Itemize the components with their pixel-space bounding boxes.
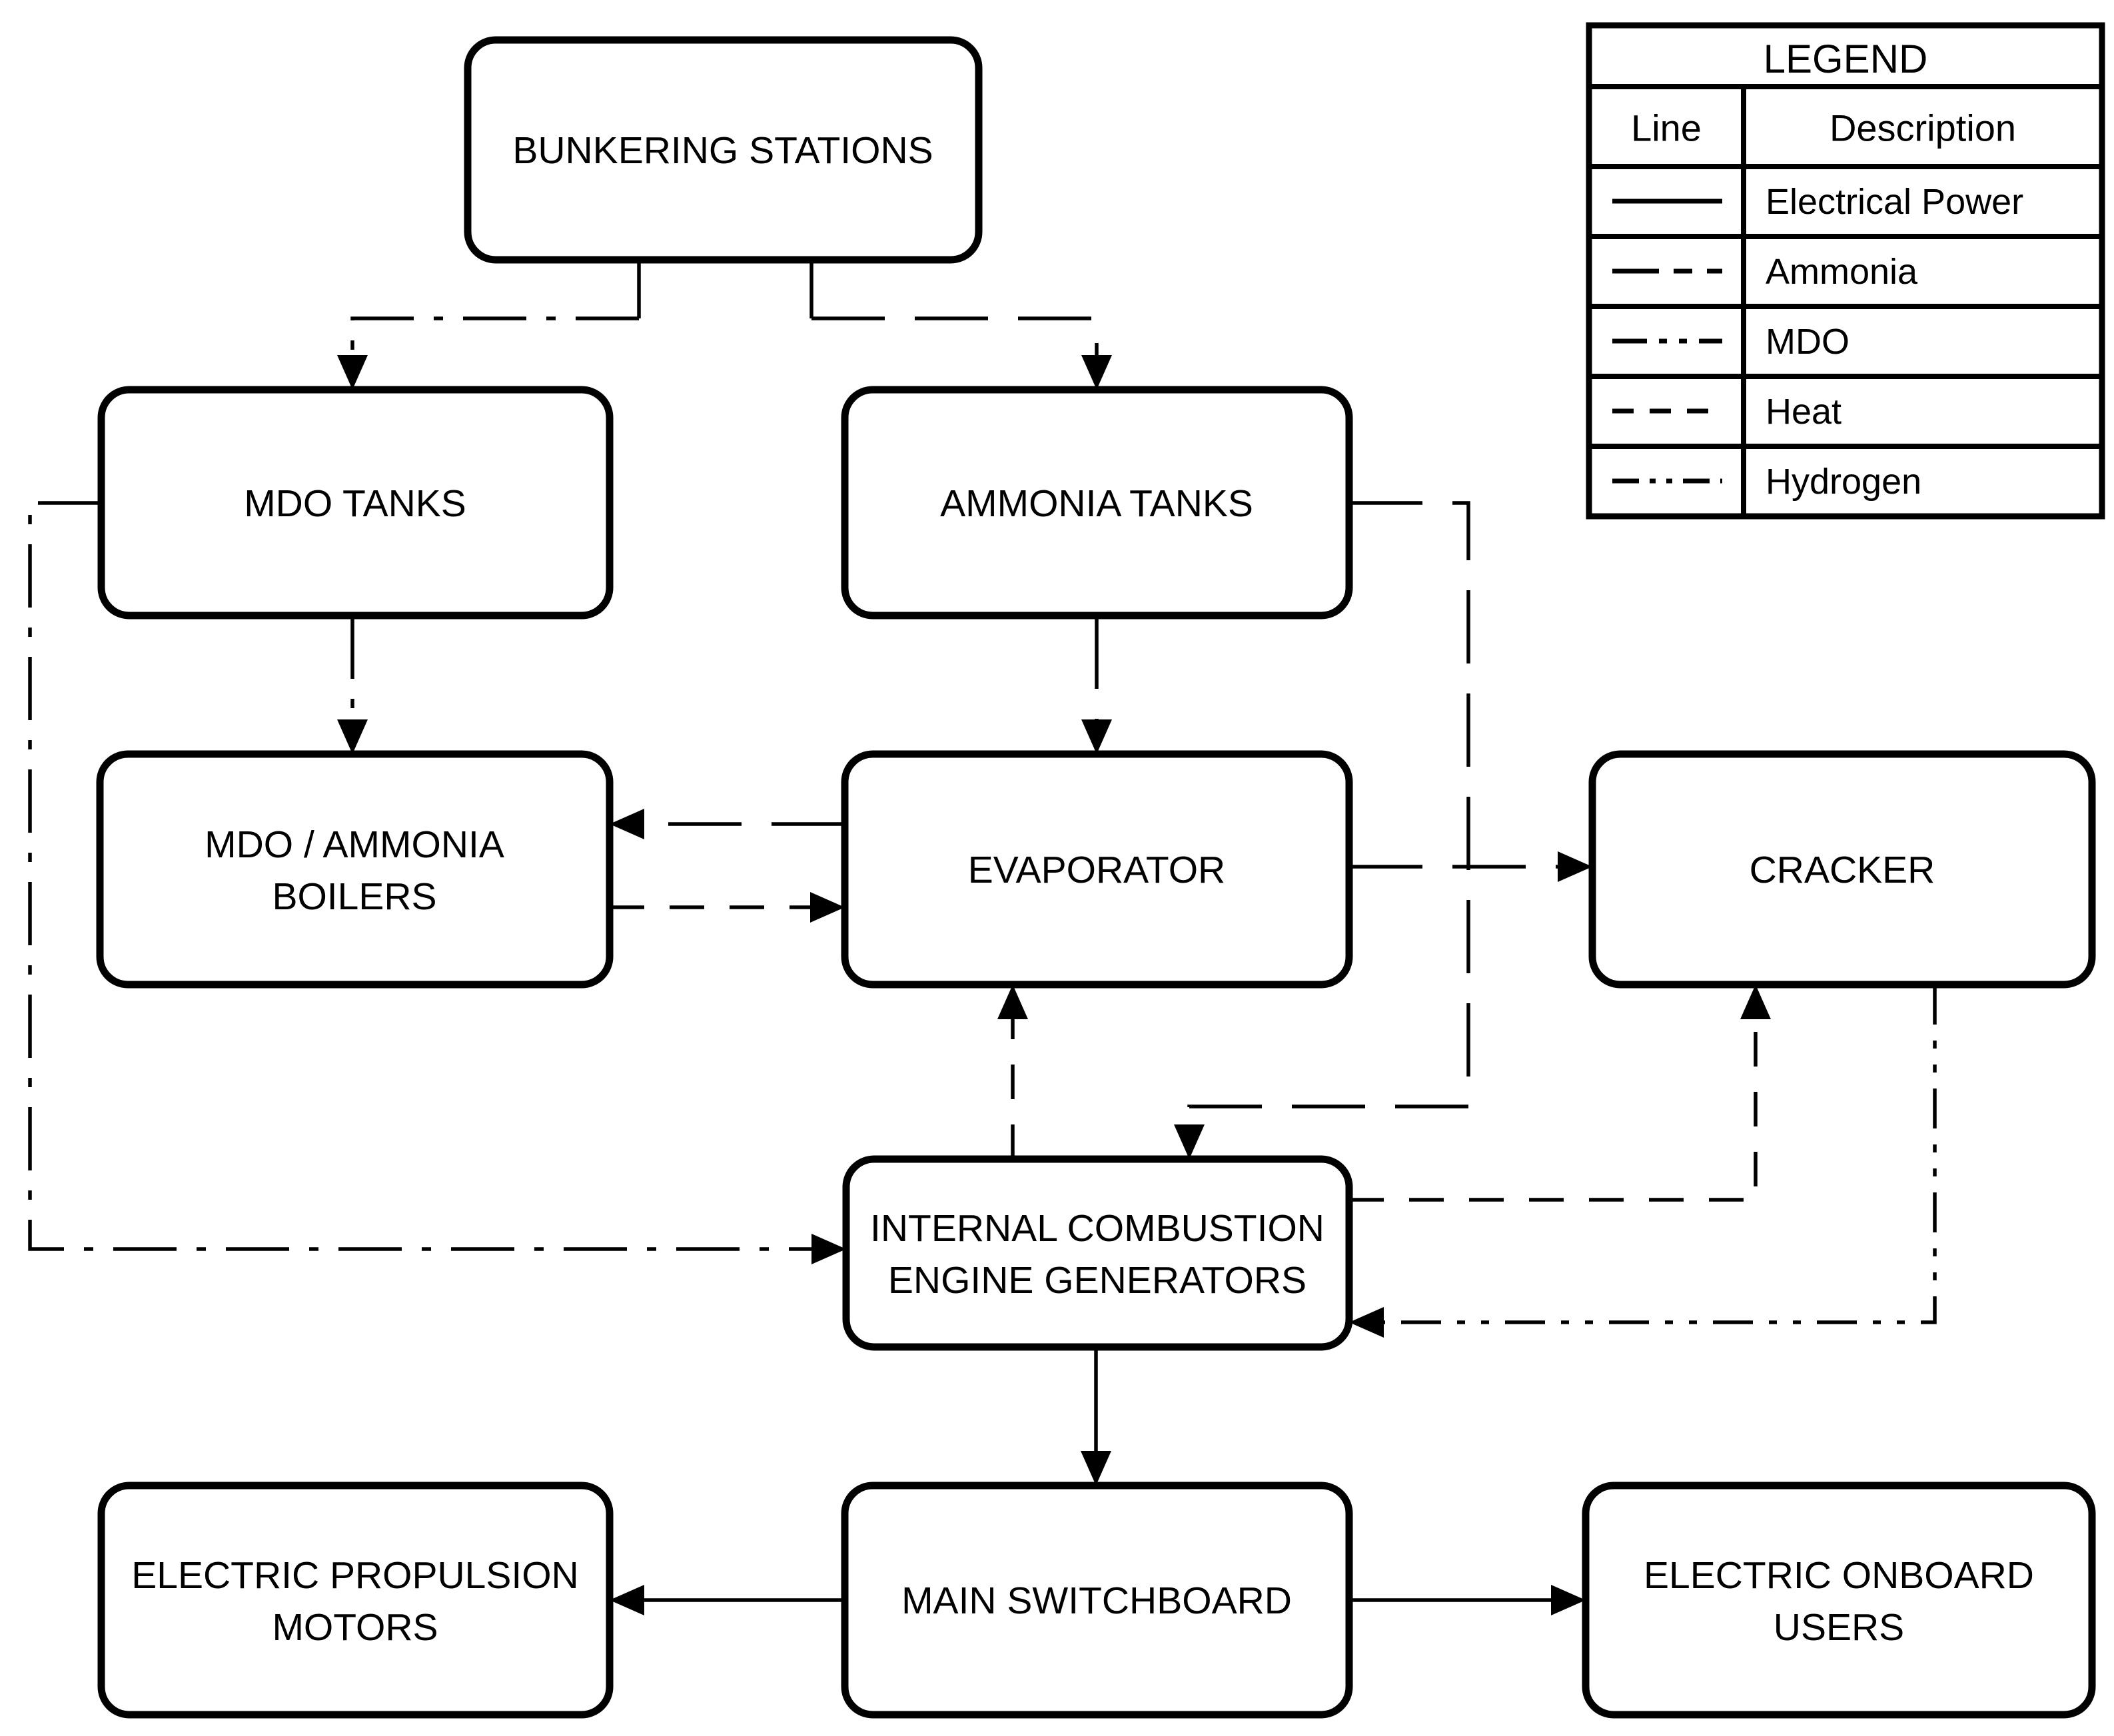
mdo-tanks-label: MDO TANKS bbox=[244, 482, 466, 525]
electric-onboard-users-label-line1: ELECTRIC ONBOARD bbox=[1644, 1554, 2034, 1597]
legend-entry-label: Heat bbox=[1766, 392, 1842, 432]
ammonia-tanks-box bbox=[841, 386, 1353, 620]
arrow-down-icon bbox=[1081, 719, 1112, 754]
node-electric-onboard-users: ELECTRIC ONBOARD USERS bbox=[1582, 1482, 2096, 1719]
ammonia-tanks-label: AMMONIA TANKS bbox=[940, 482, 1253, 525]
edge-cracker-to-ice-generators bbox=[1349, 985, 1937, 1338]
main-switchboard-box bbox=[841, 1482, 1353, 1719]
mdo-ammonia-boilers-box bbox=[96, 750, 614, 989]
edge-ammonia-line bbox=[811, 316, 1099, 356]
edge-ammonia-tanks-to-ice-generators bbox=[1174, 501, 1470, 1159]
legend-row-hydrogen: Hydrogen bbox=[1612, 462, 1921, 502]
node-ice-generators: INTERNAL COMBUSTION ENGINE GENERATORS bbox=[842, 1155, 1353, 1351]
edge-heat-line bbox=[1349, 1019, 1758, 1202]
legend-entry-label: Electrical Power bbox=[1766, 182, 2023, 222]
node-main-switchboard: MAIN SWITCHBOARD bbox=[841, 1482, 1353, 1719]
edge-bunkering-to-mdo-tanks bbox=[337, 260, 641, 390]
node-mdo-tanks: MDO TANKS bbox=[97, 386, 614, 620]
edge-boilers-to-evaporator bbox=[610, 892, 845, 923]
bunkering-stations-box bbox=[464, 36, 983, 264]
main-switchboard-label: MAIN SWITCHBOARD bbox=[901, 1579, 1292, 1622]
edge-ice-generators-to-main-switchboard bbox=[1081, 1347, 1111, 1486]
ice-generators-label-line2: ENGINE GENERATORS bbox=[888, 1259, 1307, 1302]
edge-mdo-line bbox=[350, 316, 639, 356]
arrow-left-icon bbox=[610, 1585, 644, 1615]
mdo-tanks-box bbox=[97, 386, 614, 620]
edge-ice-generators-to-evaporator bbox=[997, 985, 1028, 1159]
edge-bunkering-to-ammonia-tanks bbox=[809, 260, 1112, 390]
arrow-right-icon bbox=[811, 1234, 846, 1264]
legend-row-ammonia: Ammonia bbox=[1612, 252, 1918, 292]
arrow-down-icon bbox=[1081, 1451, 1111, 1486]
edge-hydrogen-line bbox=[1384, 985, 1937, 1324]
arrow-right-icon bbox=[1551, 1585, 1586, 1615]
arrow-left-icon bbox=[610, 809, 644, 839]
legend-row-heat: Heat bbox=[1612, 392, 1842, 432]
node-electric-propulsion-motors: ELECTRIC PROPULSION MOTORS bbox=[97, 1482, 614, 1719]
evaporator-box bbox=[841, 750, 1353, 989]
node-cracker: CRACKER bbox=[1588, 750, 2096, 989]
electric-onboard-users-label-line2: USERS bbox=[1774, 1606, 1904, 1649]
legend: LEGEND Line Description Electrical Power… bbox=[1586, 22, 2105, 520]
edge-mdo-tanks-to-ice-generators bbox=[28, 501, 846, 1264]
arrow-down-icon bbox=[337, 719, 368, 754]
edge-main-switchboard-to-users bbox=[1349, 1585, 1586, 1615]
arrow-left-icon bbox=[1349, 1307, 1384, 1338]
node-ammonia-tanks: AMMONIA TANKS bbox=[841, 386, 1353, 620]
legend-title: LEGEND bbox=[1764, 37, 1928, 81]
node-bunkering-stations: BUNKERING STATIONS bbox=[464, 36, 983, 264]
ice-generators-box bbox=[842, 1155, 1353, 1351]
bunkering-stations-label: BUNKERING STATIONS bbox=[512, 129, 933, 172]
arrow-right-icon bbox=[810, 892, 845, 923]
legend-entry-label: Hydrogen bbox=[1766, 462, 1921, 502]
node-evaporator: EVAPORATOR bbox=[841, 750, 1353, 989]
edge-mdo-line bbox=[28, 501, 811, 1251]
arrow-down-icon bbox=[1081, 355, 1112, 390]
electric-onboard-users-box bbox=[1582, 1482, 2096, 1719]
arrow-up-icon bbox=[997, 985, 1028, 1019]
electric-propulsion-motors-box bbox=[97, 1482, 614, 1719]
edge-evaporator-to-cracker bbox=[1349, 851, 1592, 882]
edge-ice-generators-to-cracker bbox=[1349, 985, 1771, 1202]
legend-column-description: Description bbox=[1830, 107, 2016, 149]
electric-propulsion-motors-label-line2: MOTORS bbox=[272, 1606, 438, 1649]
cracker-label: CRACKER bbox=[1750, 849, 1935, 891]
mdo-ammonia-boilers-label-line1: MDO / AMMONIA bbox=[205, 823, 504, 866]
evaporator-label: EVAPORATOR bbox=[968, 849, 1225, 891]
cracker-box bbox=[1588, 750, 2096, 989]
edge-evaporator-to-boilers bbox=[610, 809, 845, 839]
legend-row-mdo: MDO bbox=[1612, 322, 1850, 362]
edge-mdo-tanks-to-boilers bbox=[337, 616, 368, 754]
edge-main-switchboard-to-motors bbox=[610, 1585, 845, 1615]
legend-entry-label: Ammonia bbox=[1766, 252, 1918, 292]
arrow-down-icon bbox=[1174, 1124, 1205, 1159]
ice-generators-label-line1: INTERNAL COMBUSTION bbox=[870, 1207, 1324, 1250]
edge-ammonia-line bbox=[1187, 501, 1470, 1126]
node-mdo-ammonia-boilers: MDO / AMMONIA BOILERS bbox=[96, 750, 614, 989]
edge-ammonia-tanks-to-evaporator bbox=[1081, 616, 1112, 754]
legend-entry-label: MDO bbox=[1766, 322, 1850, 362]
legend-row-electrical-power: Electrical Power bbox=[1612, 182, 2023, 222]
legend-column-line: Line bbox=[1631, 107, 1702, 149]
arrow-down-icon bbox=[337, 355, 368, 390]
arrow-up-icon bbox=[1740, 985, 1771, 1019]
mdo-ammonia-boilers-label-line2: BOILERS bbox=[272, 875, 436, 918]
electric-propulsion-motors-label-line1: ELECTRIC PROPULSION bbox=[131, 1554, 578, 1597]
arrow-right-icon bbox=[1558, 851, 1592, 882]
